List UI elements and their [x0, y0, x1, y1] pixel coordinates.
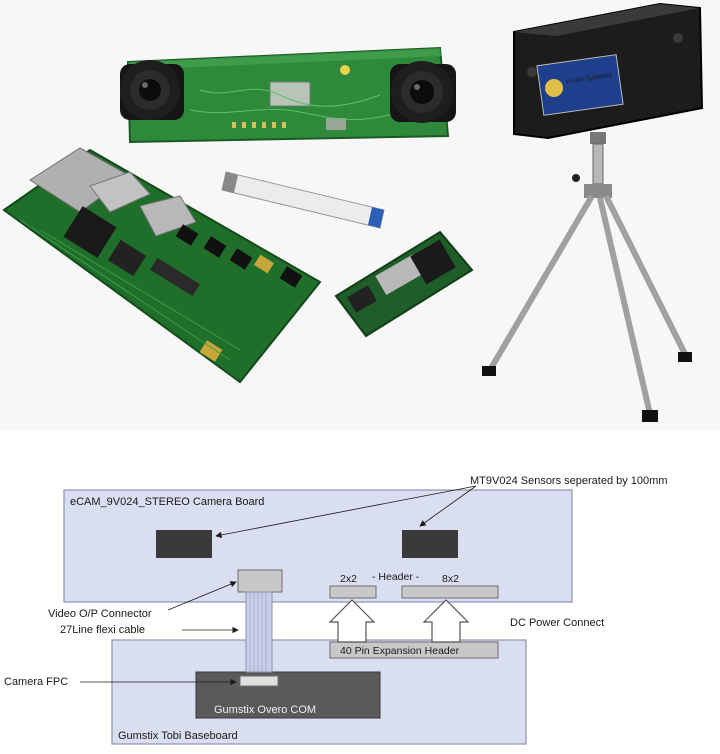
- baseboard-photo: [2, 147, 322, 384]
- expansion-header-label: 40 Pin Expansion Header: [340, 645, 460, 657]
- left-lens: [120, 60, 184, 120]
- right-lens: [390, 61, 456, 123]
- camera-fpc-label: Camera FPC: [4, 676, 68, 688]
- hardware-photo: e-con Systems: [2, 2, 704, 422]
- tripod-camera-photo: e-con Systems: [482, 2, 704, 422]
- overo-com-block: [195, 671, 381, 719]
- tripod-column: [592, 143, 604, 185]
- camera-board-label: eCAM_9V024_STEREO Camera Board: [70, 496, 264, 508]
- sensor-left: [156, 530, 212, 558]
- header-left-label: 2x2: [340, 573, 357, 585]
- video-connector-label: Video O/P Connector: [48, 608, 152, 620]
- header-8x2: [401, 585, 499, 599]
- badge-logo-icon: [545, 79, 563, 97]
- header-right-label: 8x2: [442, 573, 459, 585]
- camera-badge: [536, 54, 624, 116]
- block-diagram: eCAM_9V024_STEREO Camera Board MT9V024 S…: [0, 430, 720, 754]
- up-arrow-right: [422, 599, 470, 643]
- processor-chip: [63, 206, 117, 258]
- sensor-left-arrow: [215, 485, 477, 539]
- baseboard-label: Gumstix Tobi Baseboard: [118, 730, 238, 742]
- expansion-header: [329, 641, 499, 659]
- flexi-cable: [245, 591, 273, 673]
- video-connector-arrow: [167, 581, 237, 611]
- sensor-right: [402, 530, 458, 558]
- camera-fpc: [239, 675, 279, 687]
- com-label: Gumstix Overo COM: [214, 704, 316, 716]
- video-connector: [237, 569, 283, 593]
- sensor-right-arrow: [419, 485, 477, 527]
- camera-board-block: [63, 489, 573, 603]
- sensors-label: MT9V024 Sensors seperated by 100mm: [470, 475, 668, 487]
- header-2x2: [329, 585, 377, 599]
- stereo-camera-board-photo: [120, 46, 456, 144]
- tripod-leg: [603, 194, 689, 358]
- header-mid-label: - Header -: [372, 571, 420, 583]
- overo-com-photo: [334, 230, 474, 338]
- board-logo: [340, 65, 350, 75]
- flexi-cable-photo: [221, 171, 385, 229]
- up-arrow-left: [328, 599, 376, 643]
- tripod-leg: [597, 197, 653, 415]
- flexi-cable-label: 27Line flexi cable: [60, 624, 145, 636]
- board-chip: [269, 81, 311, 107]
- tripod-leg: [487, 194, 595, 372]
- dc-power-label: DC Power Connect: [510, 617, 604, 629]
